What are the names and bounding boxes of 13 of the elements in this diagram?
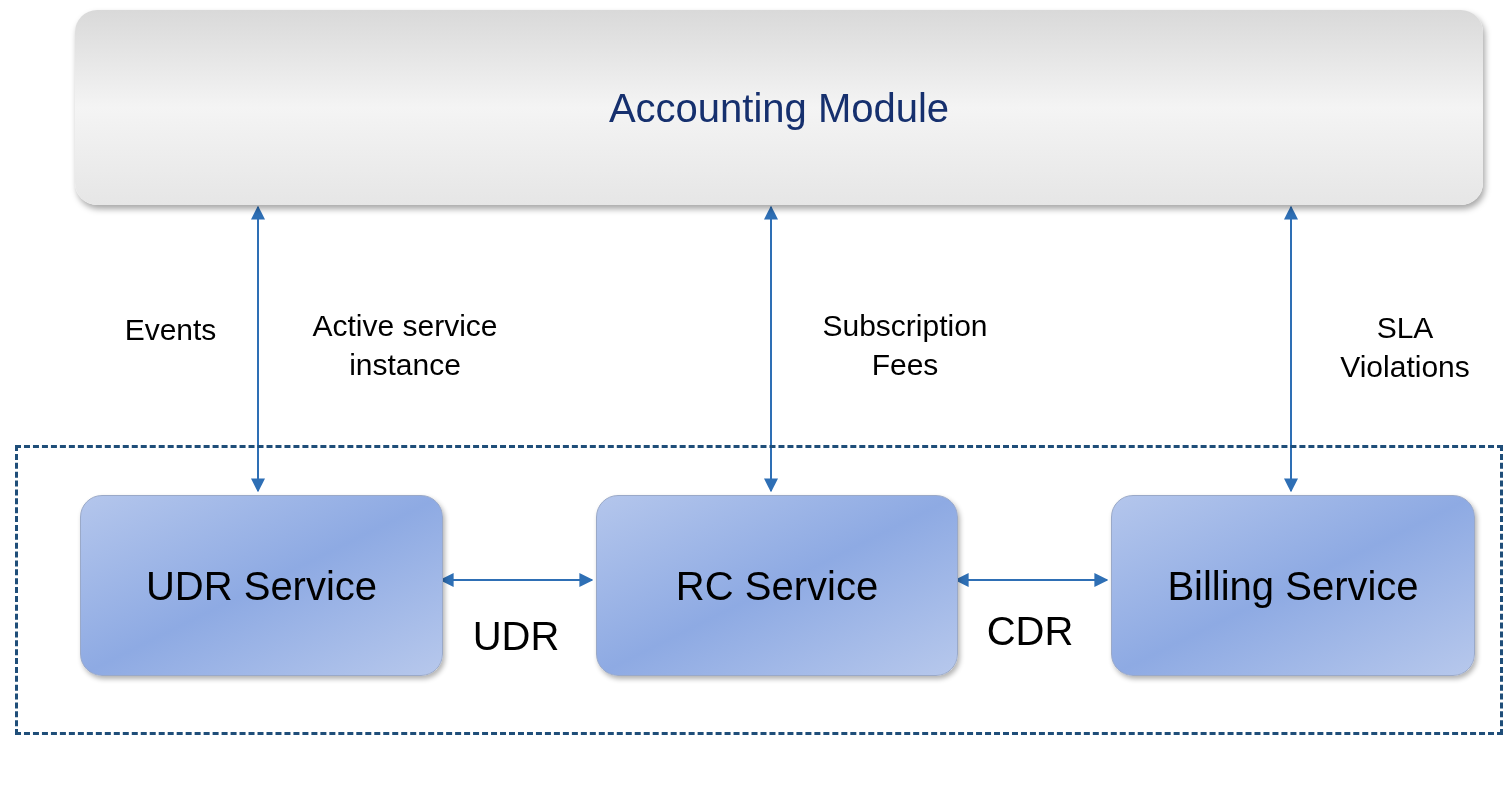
service-box [596, 495, 958, 676]
node-label: Accounting Module [608, 84, 950, 132]
node-label: RC Service [675, 562, 879, 610]
double-arrow [1284, 205, 1298, 493]
group-frame [15, 445, 1503, 735]
node-label: UDR Service [145, 562, 378, 610]
service-box [1111, 495, 1475, 676]
arrow-label: Events [123, 312, 218, 348]
module-box [75, 10, 1483, 205]
node-label: Billing Service [1167, 562, 1419, 610]
double-arrow [251, 205, 265, 493]
double-arrow [764, 205, 778, 493]
service-box [80, 495, 443, 676]
